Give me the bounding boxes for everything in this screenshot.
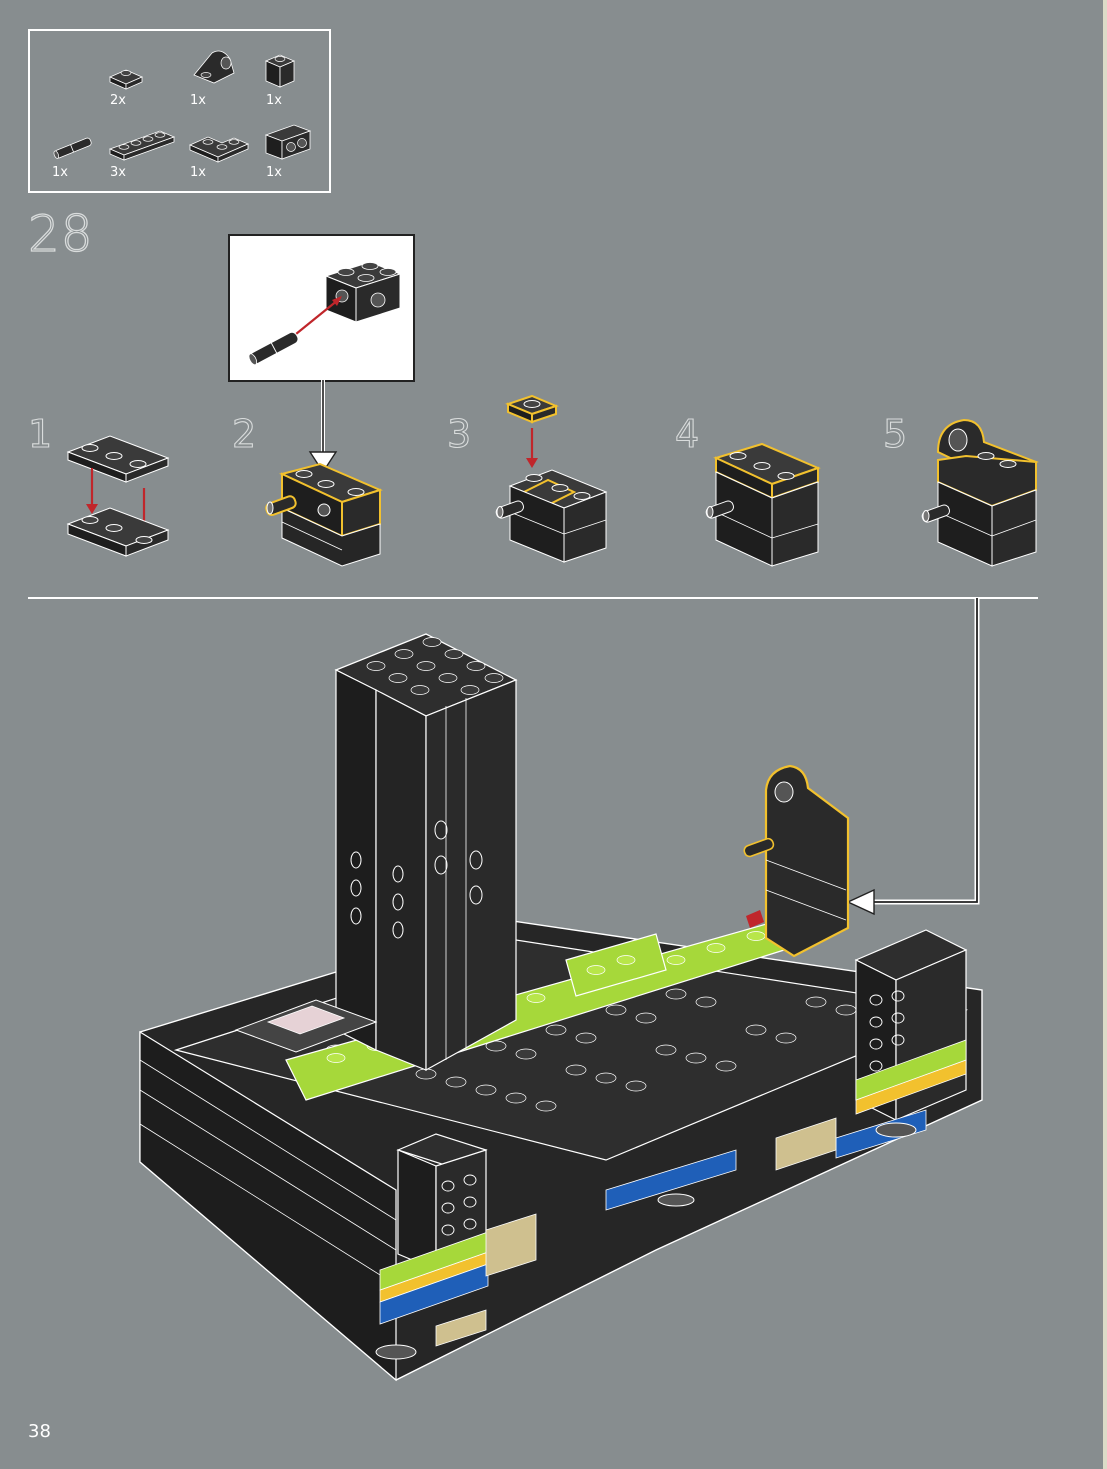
plate-1x2-icon: [108, 65, 144, 91]
step-number: 28: [28, 205, 94, 263]
parts-list: 2x 1x 1x 1x 3x 1x: [28, 29, 331, 193]
substep-4-illustration: [704, 442, 820, 572]
callout-pointer: [308, 380, 338, 474]
main-model-illustration: [136, 630, 986, 1390]
technic-brick-with-pin-icon: [242, 250, 402, 370]
page-number: 38: [28, 1421, 51, 1442]
substep-number-2: 2: [232, 412, 256, 456]
part-qty: 1x: [266, 93, 282, 108]
substep-number-5: 5: [883, 412, 907, 456]
part-qty: 3x: [110, 165, 126, 180]
sub-assembly-callout: [228, 234, 415, 382]
part-qty: 1x: [190, 93, 206, 108]
substep-3-illustration: [494, 392, 612, 574]
substep-5-illustration: [920, 416, 1040, 572]
part-qty: 2x: [110, 93, 126, 108]
substep-number-4: 4: [675, 412, 699, 456]
technic-pin-icon: [50, 135, 96, 161]
substep-number-1: 1: [28, 412, 52, 456]
part-qty: 1x: [266, 165, 282, 180]
substep-number-3: 3: [447, 412, 471, 456]
technic-brick-1x2-icon: [264, 121, 314, 163]
brick-1x1-icon: [264, 51, 296, 91]
plate-1x4-icon: [108, 125, 176, 163]
part-qty: 1x: [52, 165, 68, 180]
substep-1-illustration: [66, 432, 170, 572]
substep-2-illustration: [264, 462, 386, 572]
plate-corner-icon: [188, 127, 250, 165]
plate-with-hole-bracket-icon: [190, 49, 238, 89]
part-qty: 1x: [190, 165, 206, 180]
page-edge-strip: [1103, 0, 1107, 1469]
